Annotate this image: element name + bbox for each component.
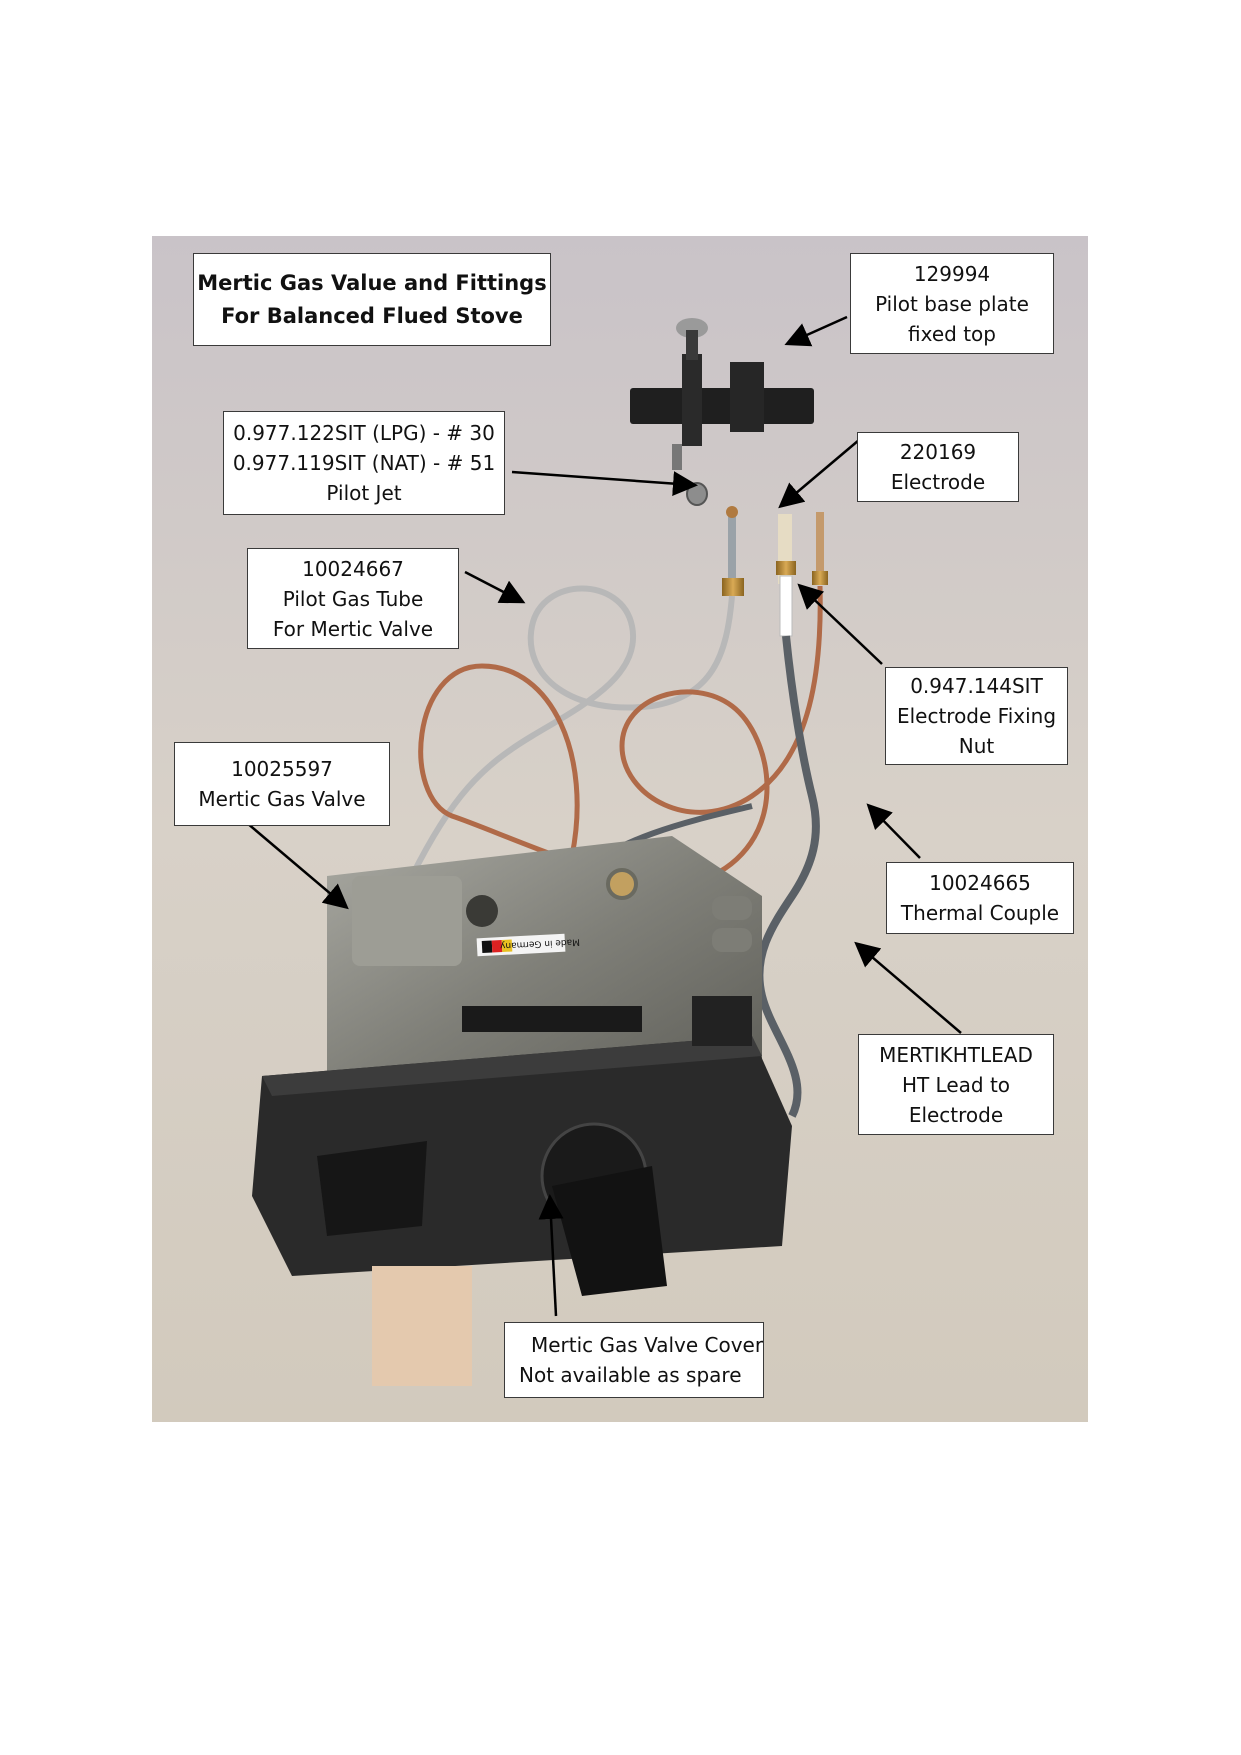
label-line: Thermal Couple xyxy=(900,901,1060,925)
gas-valve-body: Made in Germany xyxy=(327,836,762,1096)
label-electrode: 220169 Electrode xyxy=(857,432,1019,502)
pilot-base-plate-part xyxy=(630,318,814,470)
label-line: 10025597 xyxy=(231,757,333,781)
label-line: Electrode Fixing xyxy=(896,704,1057,728)
thermal-couple-part xyxy=(418,585,823,886)
left-knob xyxy=(317,1141,427,1236)
label-line: 129994 xyxy=(913,261,991,286)
label-ht-lead: MERTIKHTLEAD HT Lead to Electrode xyxy=(858,1034,1054,1135)
label-line: Electrode xyxy=(890,470,986,494)
electrode-part xyxy=(722,506,828,637)
label-electrode-fixing-nut: 0.947.144SIT Electrode Fixing Nut xyxy=(885,667,1068,765)
label-line: Mertic Gas Valve Cover xyxy=(531,1333,764,1357)
label-line: 10024667 xyxy=(302,556,404,581)
label-line: MERTIKHTLEAD xyxy=(879,1042,1033,1067)
label-line: Mertic Gas Valve xyxy=(198,787,366,811)
page-title: Mertic Gas Value and Fittings For Balanc… xyxy=(193,253,551,346)
label-line: 0.977.122SIT (LPG) - # 30 xyxy=(233,421,495,445)
label-line: Pilot Jet xyxy=(326,481,402,505)
pilot-jet-part xyxy=(686,482,708,506)
label-line: fixed top xyxy=(908,321,996,346)
label-line: 0.947.144SIT xyxy=(910,674,1043,698)
label-line: 0.977.119SIT (NAT) - # 51 xyxy=(232,451,496,475)
label-line: Nut xyxy=(958,734,995,758)
label-line: For Mertic Valve xyxy=(272,616,434,641)
label-valve-cover: Mertic Gas Valve Cover Not available as … xyxy=(504,1322,764,1398)
label-line: 10024665 xyxy=(929,871,1031,895)
valve-stamp-text: Made in Germany xyxy=(499,936,580,950)
label-line: HT Lead to xyxy=(901,1072,1011,1097)
label-line: Pilot Gas Tube xyxy=(282,586,424,611)
label-line: Not available as spare xyxy=(519,1363,742,1387)
label-line: Electrode xyxy=(908,1102,1004,1127)
label-pilot-base-plate: 129994 Pilot base plate fixed top xyxy=(850,253,1054,354)
label-line: 220169 xyxy=(899,440,977,464)
label-pilot-gas-tube: 10024667 Pilot Gas Tube For Mertic Valve xyxy=(247,548,459,649)
ht-lead-part xyxy=(755,635,820,1118)
wooden-block xyxy=(372,1266,472,1386)
label-pilot-jet: 0.977.122SIT (LPG) - # 30 0.977.119SIT (… xyxy=(223,411,505,515)
valve-cover-part xyxy=(252,996,792,1386)
label-thermal-couple: 10024665 Thermal Couple xyxy=(886,862,1074,934)
label-gas-valve: 10025597 Mertic Gas Valve xyxy=(174,742,390,826)
title-line-2: For Balanced Flued Stove xyxy=(221,303,523,328)
right-knob xyxy=(552,1166,667,1296)
label-line: Pilot base plate xyxy=(875,291,1029,316)
title-line-1: Mertic Gas Value and Fittings xyxy=(197,270,547,295)
pilot-gas-tube-part xyxy=(409,585,735,878)
